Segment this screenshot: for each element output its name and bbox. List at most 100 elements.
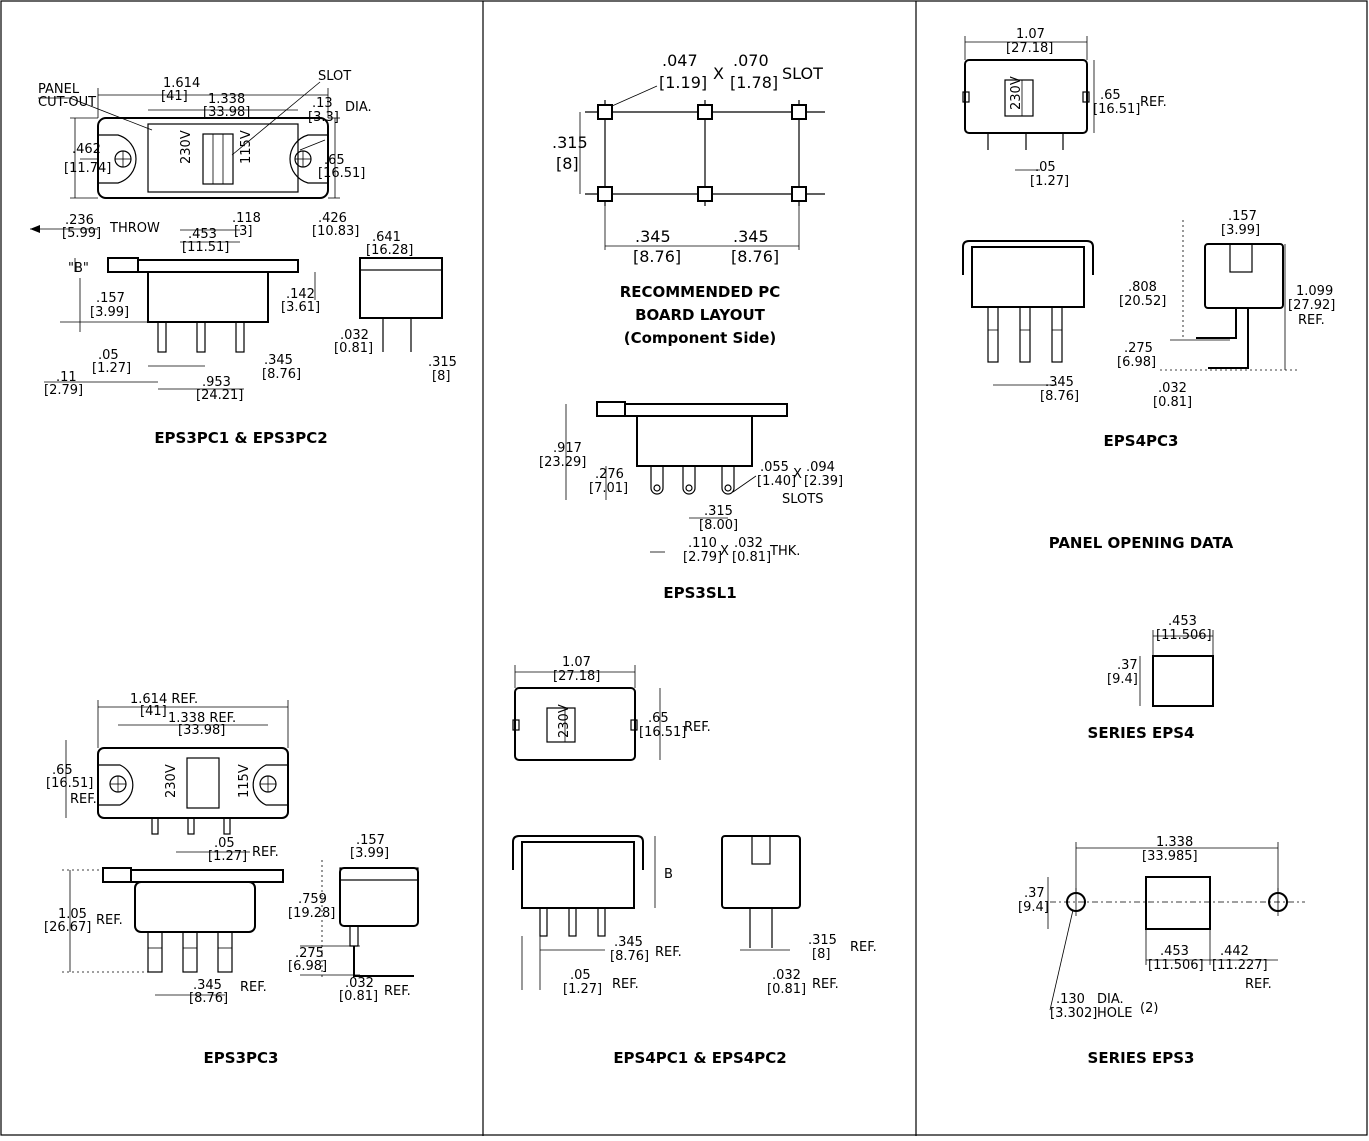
- label-throw: THROW: [109, 221, 160, 236]
- dim-345-d-in: .345: [1045, 375, 1074, 390]
- dim-055-in: .055: [760, 460, 789, 475]
- caption-pcb-line1: RECOMMENDED PC: [620, 283, 781, 301]
- dim-315-c-mm: [8]: [812, 947, 830, 962]
- label-slot-2: SLOT: [782, 64, 823, 83]
- dim-276-mm: [7.01]: [589, 481, 628, 496]
- dim-453-mm: [11.51]: [182, 240, 229, 255]
- dim-345-in: .345: [264, 353, 293, 368]
- dim-13-mm: [3.3]: [308, 110, 339, 125]
- dim-345-pcb1-in: .345: [635, 227, 671, 246]
- dim-65-in: .65: [324, 153, 345, 168]
- dim-345-mm: [8.76]: [262, 367, 301, 382]
- dim-275-b-mm: [6.98]: [1117, 355, 1156, 370]
- dim-032-d-in: .032: [1158, 381, 1187, 396]
- dim-05-d-mm: [1.27]: [1030, 174, 1069, 189]
- dim-462-in: .462: [72, 142, 101, 157]
- dim-107-c-in: 1.07: [1016, 27, 1045, 42]
- label-115v-b: 115V: [237, 764, 252, 798]
- dim-107-b-mm: [27.18]: [553, 669, 600, 684]
- dim-442-mm: [11.227]: [1212, 958, 1268, 973]
- caption-eps3pc3: EPS3PC3: [204, 1049, 279, 1067]
- dim-157-c-in: .157: [1228, 209, 1257, 224]
- dim-345-c-mm: [8.76]: [610, 949, 649, 964]
- label-x: X: [713, 64, 724, 83]
- dim-1338-mm: [33.98]: [203, 105, 250, 120]
- dim-1099-in: 1.099: [1296, 284, 1333, 299]
- caption-panel-opening-data: PANEL OPENING DATA: [1049, 534, 1234, 552]
- dim-65-c-in: .65: [648, 711, 669, 726]
- dim-37-in: .37: [1117, 658, 1138, 673]
- dim-032-mm: [0.81]: [334, 341, 373, 356]
- caption-pcb-line3: (Component Side): [624, 329, 776, 347]
- label-ref-10: REF.: [812, 977, 839, 992]
- drawing-series-eps3: 1.338 [33.985] .37 [9.4] .453 [11.506] .…: [1018, 835, 1305, 1067]
- label-ref-12: REF.: [1298, 313, 1325, 328]
- label-230v-c: 230V: [557, 704, 572, 738]
- drawing-pc-board-layout: .047 [1.19] X .070 [1.78] SLOT .315 [8] …: [552, 51, 825, 347]
- dim-641-mm: [16.28]: [366, 243, 413, 258]
- label-230v-b: 230V: [164, 764, 179, 798]
- dim-105-in: 1.05: [58, 907, 87, 922]
- dim-65-b-in: .65: [52, 763, 73, 778]
- dim-345-pcb2-mm: [8.76]: [731, 247, 779, 266]
- dim-05-d-in: .05: [1035, 160, 1056, 175]
- dim-315-sl-in: .315: [704, 504, 733, 519]
- dim-37-b-mm: [9.4]: [1018, 900, 1049, 915]
- dim-345-d-mm: [8.76]: [1040, 389, 1079, 404]
- dim-157-mm: [3.99]: [90, 305, 129, 320]
- drawing-eps3pc1-eps3pc2: 230V 115V PANEL CUT-OUT 1.614 [41] 1.338…: [30, 69, 457, 447]
- dim-453-c-mm: [11.506]: [1156, 628, 1212, 643]
- dim-032-c-in: .032: [772, 968, 801, 983]
- label-x-3: X: [720, 544, 729, 559]
- label-ref-9: REF.: [850, 940, 877, 955]
- dim-032-sl-mm: [0.81]: [732, 550, 771, 565]
- dim-107-c-mm: [27.18]: [1006, 41, 1053, 56]
- dim-65-d-in: .65: [1100, 88, 1121, 103]
- dim-142-mm: [3.61]: [281, 300, 320, 315]
- dim-759-mm: [19.28]: [288, 906, 335, 921]
- dim-1099-mm: [27.92]: [1288, 298, 1335, 313]
- dim-641-in: .641: [372, 230, 401, 245]
- label-slot: SLOT: [318, 69, 351, 84]
- dim-130-mm: [3.302]: [1050, 1006, 1097, 1021]
- dim-808-in: .808: [1128, 280, 1157, 295]
- dim-236-mm: [5.99]: [62, 226, 101, 241]
- dim-275-b-in: .275: [1124, 341, 1153, 356]
- dim-157-b-mm: [3.99]: [350, 846, 389, 861]
- label-panel: PANEL: [38, 82, 80, 97]
- dim-37-mm: [9.4]: [1107, 672, 1138, 687]
- label-cutout: CUT-OUT: [38, 95, 96, 110]
- dim-345-pcb2-in: .345: [733, 227, 769, 246]
- dim-118-mm: [3]: [234, 224, 252, 239]
- dim-275-in: .275: [295, 946, 324, 961]
- label-dia-2: DIA.: [1097, 992, 1124, 1007]
- dim-426-mm: [10.83]: [312, 224, 359, 239]
- label-dia: DIA.: [345, 100, 372, 115]
- dim-1338-c-in: 1.338: [1156, 835, 1193, 850]
- dim-110-in: .110: [688, 536, 717, 551]
- label-ref-4: REF.: [240, 980, 267, 995]
- dim-05-b-mm: [1.27]: [208, 849, 247, 864]
- dim-11-in: .11: [56, 370, 77, 385]
- caption-eps3sl1: EPS3SL1: [663, 584, 736, 602]
- dim-032-sl-in: .032: [734, 536, 763, 551]
- dim-05-mm: [1.27]: [92, 361, 131, 376]
- dim-05-b-in: .05: [214, 836, 235, 851]
- dim-65-mm: [16.51]: [318, 166, 365, 181]
- dim-047-in: .047: [662, 51, 698, 70]
- dim-426-in: .426: [318, 211, 347, 226]
- label-ref-2: REF.: [252, 845, 279, 860]
- caption-series-eps4: SERIES EPS4: [1088, 724, 1195, 742]
- dim-032-b-mm: [0.81]: [339, 989, 378, 1004]
- label-ref-11: REF.: [1140, 95, 1167, 110]
- dim-130-in: .130: [1056, 992, 1085, 1007]
- dim-453-d-mm: [11.506]: [1148, 958, 1204, 973]
- dim-05-c-in: .05: [570, 968, 591, 983]
- label-ref-13: REF.: [1245, 977, 1272, 992]
- dim-953-mm: [24.21]: [196, 388, 243, 403]
- dim-032-d-mm: [0.81]: [1153, 395, 1192, 410]
- dim-1614-ref-mm: [41]: [140, 704, 167, 719]
